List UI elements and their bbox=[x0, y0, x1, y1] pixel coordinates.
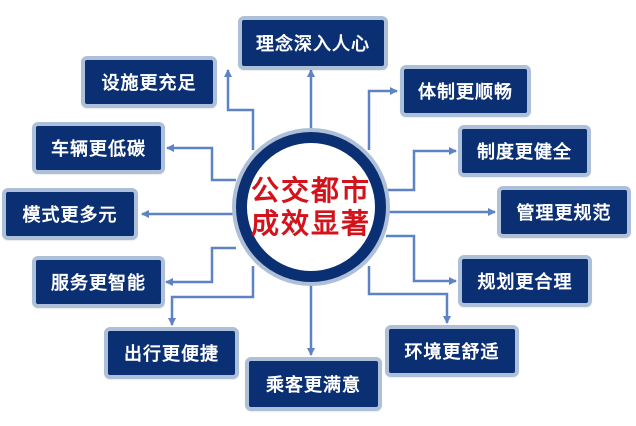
outcome-modes: 模式更多元 bbox=[2, 188, 138, 240]
outcome-system: 体制更顺畅 bbox=[400, 65, 531, 117]
connector-services bbox=[165, 246, 236, 286]
connector-planning bbox=[386, 234, 457, 285]
connector-facilities bbox=[224, 69, 255, 150]
outcome-regulations: 制度更健全 bbox=[458, 125, 591, 177]
connector-travel bbox=[168, 266, 255, 326]
connector-environment bbox=[367, 266, 451, 324]
outcome-travel: 出行更便捷 bbox=[104, 327, 239, 379]
outcome-services: 服务更智能 bbox=[32, 256, 165, 308]
center-circle: 公交都市 成效显著 bbox=[236, 132, 386, 282]
outcome-facilities: 设施更充足 bbox=[81, 56, 217, 108]
outcome-idea: 理念深入人心 bbox=[238, 16, 388, 70]
center-title-line-1: 公交都市 bbox=[250, 173, 371, 207]
center-title-line-2: 成效显著 bbox=[250, 207, 371, 240]
outcome-vehicles: 车辆更低碳 bbox=[32, 122, 165, 174]
connector-vehicles bbox=[166, 144, 236, 182]
connector-regulations bbox=[386, 147, 457, 192]
outcome-management: 管理更规范 bbox=[497, 186, 631, 238]
outcome-planning: 规划更合理 bbox=[458, 255, 592, 307]
outcome-passengers: 乘客更满意 bbox=[245, 357, 382, 411]
outcome-environment: 环境更舒适 bbox=[385, 325, 519, 377]
connector-system bbox=[367, 87, 398, 150]
